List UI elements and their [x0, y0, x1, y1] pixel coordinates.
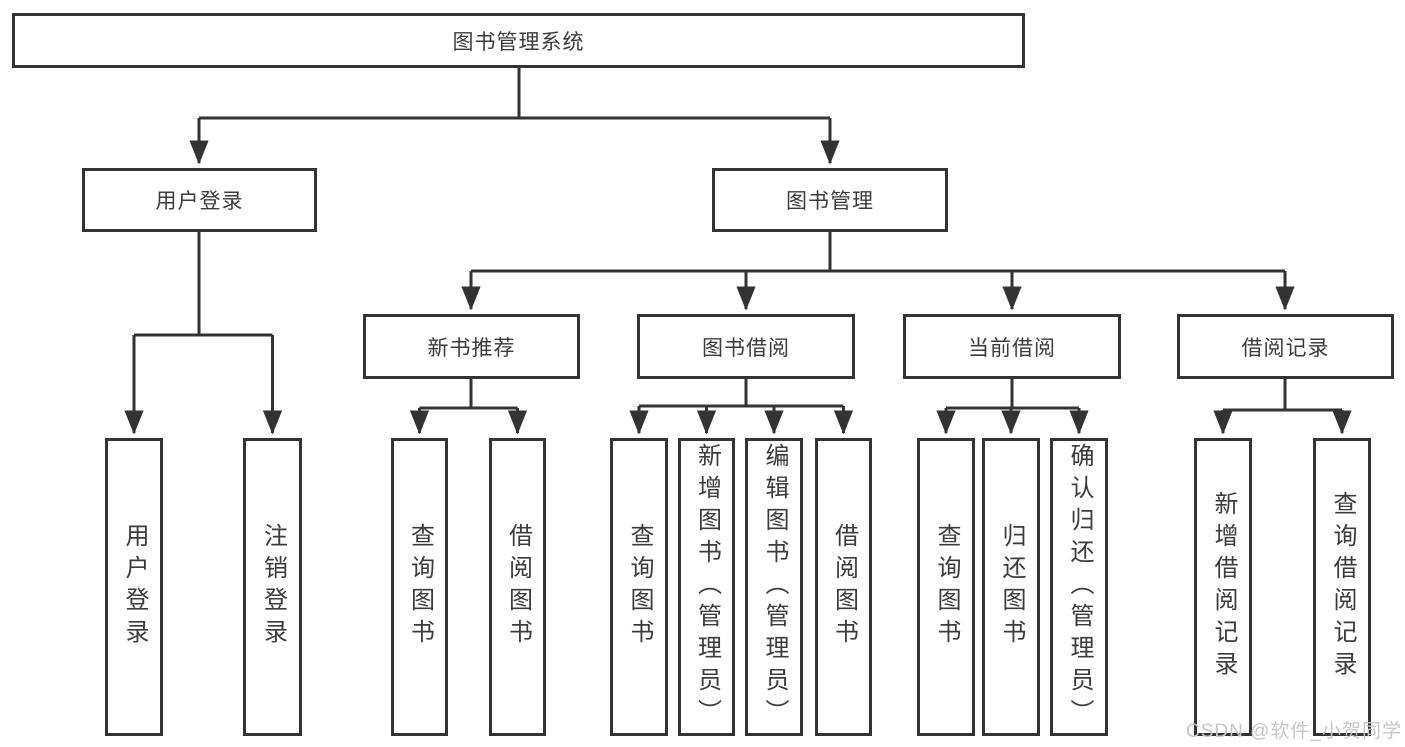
leaf-user-login: 用户登录	[105, 438, 163, 736]
node-label: 当前借阅	[968, 336, 1056, 360]
leaf-label: 查询图书	[406, 523, 434, 651]
leaf-edit-books-admin: 编辑图书（管理员）	[745, 438, 803, 736]
leaf-label: 归还图书	[998, 523, 1025, 651]
leaf-logout: 注销登录	[243, 438, 302, 736]
node-book-management: 图书管理	[712, 168, 948, 232]
leaf-label: 查询图书	[626, 523, 653, 651]
node-book-borrowing: 图书借阅	[637, 314, 855, 379]
leaf-query-borrow-record: 查询借阅记录	[1313, 438, 1371, 736]
leaf-add-books-admin: 新增图书（管理员）	[678, 438, 735, 736]
leaf-label: 确认归还（管理员）	[1066, 443, 1093, 731]
node-label: 图书管理	[786, 190, 874, 213]
leaf-borrow-books: 借阅图书	[815, 438, 872, 736]
node-label: 新书推荐	[427, 336, 516, 360]
node-label: 用户登录	[155, 190, 244, 213]
leaf-label: 借阅图书	[504, 523, 532, 651]
leaf-borrow-books-recommend: 借阅图书	[489, 438, 546, 736]
node-current-borrowing: 当前借阅	[903, 314, 1121, 379]
node-label: 图书管理系统	[452, 30, 585, 54]
leaf-label: 查询图书	[933, 523, 960, 651]
leaf-confirm-return-admin: 确认归还（管理员）	[1050, 438, 1108, 736]
watermark: CSDN @软件_小贺同学	[1186, 721, 1402, 742]
leaf-label: 用户登录	[121, 523, 148, 651]
leaf-label: 查询借阅记录	[1329, 491, 1356, 683]
leaf-label: 新增借阅记录	[1210, 491, 1237, 683]
node-new-book-recommendation: 新书推荐	[363, 314, 580, 379]
leaf-query-books-borrow: 查询图书	[610, 438, 668, 736]
leaf-add-borrow-record: 新增借阅记录	[1194, 438, 1252, 736]
node-label: 借阅记录	[1241, 336, 1330, 360]
leaf-return-books: 归还图书	[982, 438, 1040, 736]
node-library-management-system: 图书管理系统	[12, 13, 1025, 68]
leaf-label: 注销登录	[259, 523, 287, 651]
leaf-label: 编辑图书（管理员）	[761, 443, 788, 731]
leaf-query-books-current: 查询图书	[917, 438, 975, 736]
leaf-label: 借阅图书	[830, 523, 858, 651]
node-borrowing-records: 借阅记录	[1177, 314, 1394, 379]
leaf-query-books-recommend: 查询图书	[391, 438, 448, 736]
leaf-label: 新增图书（管理员）	[693, 443, 721, 731]
node-user-login: 用户登录	[82, 168, 317, 232]
node-label: 图书借阅	[702, 336, 790, 360]
